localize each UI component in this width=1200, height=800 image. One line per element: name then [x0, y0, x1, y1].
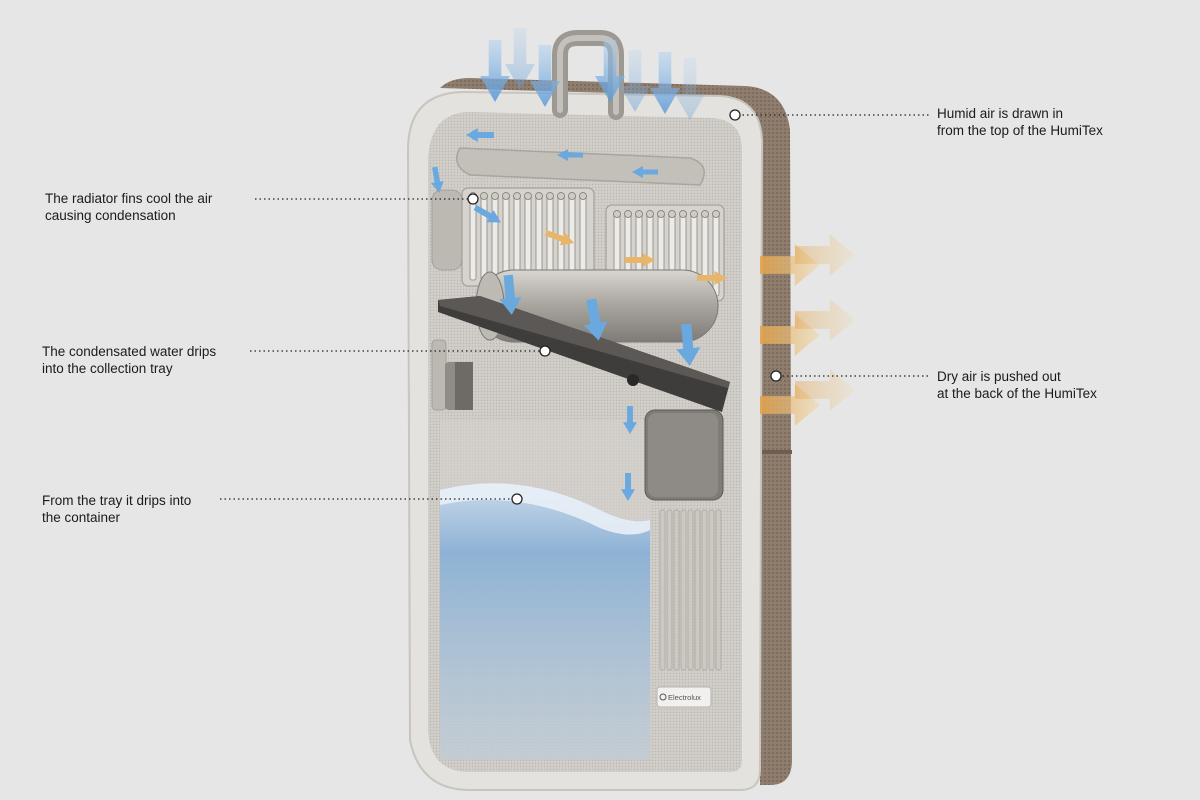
callout-tray: From the tray it drips into the containe… — [42, 492, 191, 526]
fin-tube — [679, 210, 687, 218]
water-container — [440, 420, 650, 760]
side-clip — [431, 339, 473, 411]
leader-endpoints — [467, 109, 782, 505]
callout-humid-air: Humid air is drawn in from the top of th… — [937, 105, 1103, 139]
fin-tube — [579, 192, 587, 200]
fin-tube — [524, 192, 532, 200]
callout-humid-air-line1: Humid air is drawn in — [937, 106, 1064, 121]
fin-tube — [701, 210, 709, 218]
callout-dry-air-line1: Dry air is pushed out — [937, 369, 1061, 384]
radiator-fin — [579, 193, 587, 281]
airflow-arrow-icon — [621, 473, 635, 501]
exhaust-fin — [715, 509, 722, 671]
fin-tube — [557, 192, 565, 200]
exhaust-fin — [694, 509, 701, 671]
endpoint-condensate — [539, 345, 551, 357]
electrolux-badge: Electrolux — [656, 686, 712, 708]
arrow-down-icon — [675, 58, 705, 120]
arrow-down-icon — [595, 40, 625, 102]
fin-tube — [624, 210, 632, 218]
airflow-arrow-icon — [697, 271, 727, 285]
arrow-down-icon — [505, 28, 535, 90]
airflow-arrow-icon — [623, 406, 637, 434]
exhaust-fin — [708, 509, 715, 671]
airflow-arrow-icon — [430, 166, 444, 193]
arrow-right-icon — [795, 234, 855, 276]
fin-tube — [513, 192, 521, 200]
radiator-fin — [469, 193, 477, 281]
exhaust-fin — [666, 509, 673, 671]
airflow-arrow-icon — [583, 298, 608, 341]
airflow-arrow-icon — [544, 230, 575, 246]
callout-radiator-line1: The radiator fins cool the air — [45, 191, 213, 206]
fin-tube — [712, 210, 720, 218]
radiator-fin — [535, 193, 543, 281]
exhaust-fin — [673, 509, 680, 671]
tray-drain-hole — [627, 374, 639, 386]
arrow-right-icon — [795, 369, 855, 411]
arrow-down-icon — [530, 45, 560, 107]
exhaust-fin — [701, 509, 708, 671]
airflow-arrow-icon — [632, 166, 658, 178]
endpoint-dry-air — [770, 370, 782, 382]
fin-tube — [668, 210, 676, 218]
callout-condensate: The condensated water drips into the col… — [42, 343, 216, 377]
callout-tray-line2: the container — [42, 510, 121, 525]
arrow-down-icon — [480, 40, 510, 102]
fin-tube — [535, 192, 543, 200]
internal-airflow-arrows — [430, 128, 727, 501]
fin-tube — [646, 210, 654, 218]
callout-condensate-line1: The condensated water drips — [42, 344, 217, 359]
arrow-down-icon — [650, 52, 680, 114]
fin-tube — [480, 192, 488, 200]
callout-dry-air-line2: at the back of the HumiTex — [937, 386, 1097, 401]
water-volume — [440, 483, 650, 760]
fin-tube — [635, 210, 643, 218]
fin-tube — [657, 210, 665, 218]
radiator-fin — [524, 193, 532, 281]
exhaust-fin — [687, 509, 694, 671]
exhaust-fin — [680, 509, 687, 671]
radiator-fin — [480, 193, 488, 281]
airflow-arrow-icon — [473, 204, 501, 223]
callout-condensate-line2: into the collection tray — [42, 361, 173, 376]
arrow-down-icon — [620, 50, 650, 112]
fin-tube — [502, 192, 510, 200]
radiator-fin — [502, 193, 510, 281]
exhaust-fins — [659, 509, 722, 671]
arrow-right-icon-group — [760, 234, 855, 426]
brand-logo-text: Electrolux — [668, 693, 701, 702]
fabric-back-panel — [440, 78, 792, 785]
radiator-fin — [491, 193, 499, 281]
endpoint-tray — [511, 493, 523, 505]
radiator-fin — [568, 193, 576, 281]
radiator-fin — [513, 193, 521, 281]
fin-tube — [491, 192, 499, 200]
arrow-right-icon — [795, 299, 855, 341]
exhaust-fin — [659, 509, 666, 671]
left-side-pod — [431, 189, 463, 271]
callout-humid-air-line2: from the top of the HumiTex — [937, 123, 1103, 138]
fin-tube — [690, 210, 698, 218]
callout-radiator: The radiator fins cool the air causing c… — [45, 190, 212, 224]
callout-dry-air: Dry air is pushed out at the back of the… — [937, 368, 1097, 402]
fin-tube — [613, 210, 621, 218]
callout-tray-line1: From the tray it drips into — [42, 493, 192, 508]
endpoint-humid-air — [729, 109, 741, 121]
fin-tube — [546, 192, 554, 200]
leader-lines — [220, 114, 930, 500]
callout-radiator-line2: causing condensation — [45, 208, 176, 223]
airflow-arrow-icon — [676, 323, 701, 366]
airflow-arrow-icon — [557, 149, 583, 161]
radiator-block-left — [461, 187, 595, 287]
endpoint-radiator — [467, 193, 479, 205]
arrow-down-icon-group — [480, 28, 705, 120]
airflow-arrow-icon — [499, 274, 522, 315]
airflow-arrow-icon — [625, 253, 655, 267]
airflow-arrow-icon — [466, 128, 494, 142]
fin-tube — [568, 192, 576, 200]
